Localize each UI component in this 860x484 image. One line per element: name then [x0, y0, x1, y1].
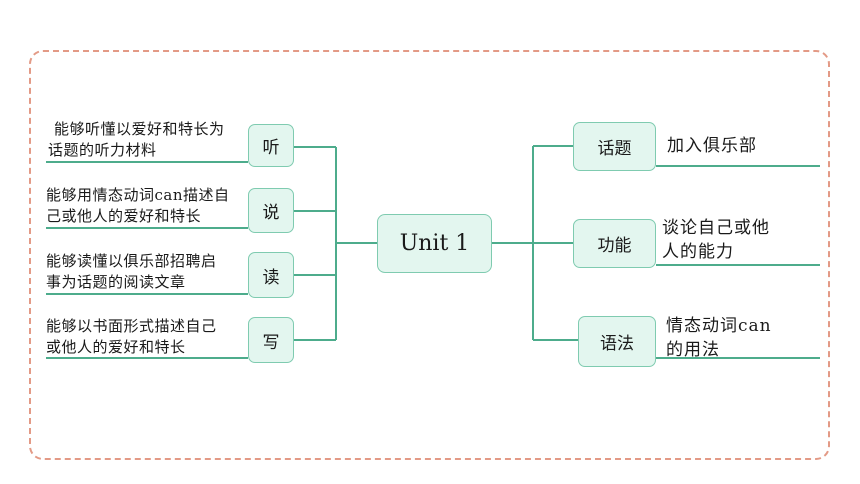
- node-label: 功能: [597, 236, 632, 256]
- desc-line: 的用法: [666, 340, 720, 360]
- node-label: 话题: [597, 139, 632, 159]
- desc-line: 己或他人的爱好和特长: [46, 207, 202, 225]
- center-node: Unit 1: [377, 214, 492, 273]
- desc-listening: 能够听懂以爱好和特长为 话题的听力材料: [48, 119, 225, 161]
- node-function: 功能: [573, 219, 656, 268]
- desc-line: 能够听懂以爱好和特长为: [54, 120, 225, 138]
- node-topic: 话题: [573, 122, 656, 171]
- dashed-frame: [29, 50, 830, 460]
- node-speaking: 说: [248, 188, 294, 233]
- node-reading: 读: [248, 252, 294, 298]
- desc-reading: 能够读懂以俱乐部招聘启 事为话题的阅读文章: [46, 251, 217, 293]
- node-listening: 听: [248, 124, 294, 167]
- desc-line: 情态动词can: [666, 316, 772, 336]
- desc-line: 或他人的爱好和特长: [46, 338, 186, 356]
- node-label: 写: [262, 332, 280, 353]
- node-label: 说: [262, 203, 280, 223]
- node-label: 语法: [600, 334, 634, 354]
- desc-writing: 能够以书面形式描述自己 或他人的爱好和特长: [46, 316, 217, 358]
- desc-line: 能够读懂以俱乐部招聘启: [46, 252, 217, 270]
- desc-line: 人的能力: [662, 242, 734, 262]
- center-label: Unit 1: [399, 231, 470, 256]
- node-label: 读: [262, 267, 280, 288]
- desc-line: 加入俱乐部: [667, 136, 757, 156]
- desc-line: 话题的听力材料: [48, 141, 157, 159]
- node-grammar: 语法: [578, 316, 656, 367]
- desc-line: 能够以书面形式描述自己: [46, 317, 217, 335]
- desc-speaking: 能够用情态动词can描述自 己或他人的爱好和特长: [46, 185, 230, 227]
- node-writing: 写: [248, 317, 294, 363]
- desc-function: 谈论自己或他 人的能力: [662, 216, 770, 264]
- desc-topic: 加入俱乐部: [667, 134, 757, 158]
- desc-line: 谈论自己或他: [662, 218, 770, 238]
- desc-grammar: 情态动词can 的用法: [666, 314, 772, 362]
- desc-line: 事为话题的阅读文章: [46, 273, 186, 291]
- desc-line: 能够用情态动词can描述自: [46, 186, 230, 204]
- node-label: 听: [262, 138, 280, 158]
